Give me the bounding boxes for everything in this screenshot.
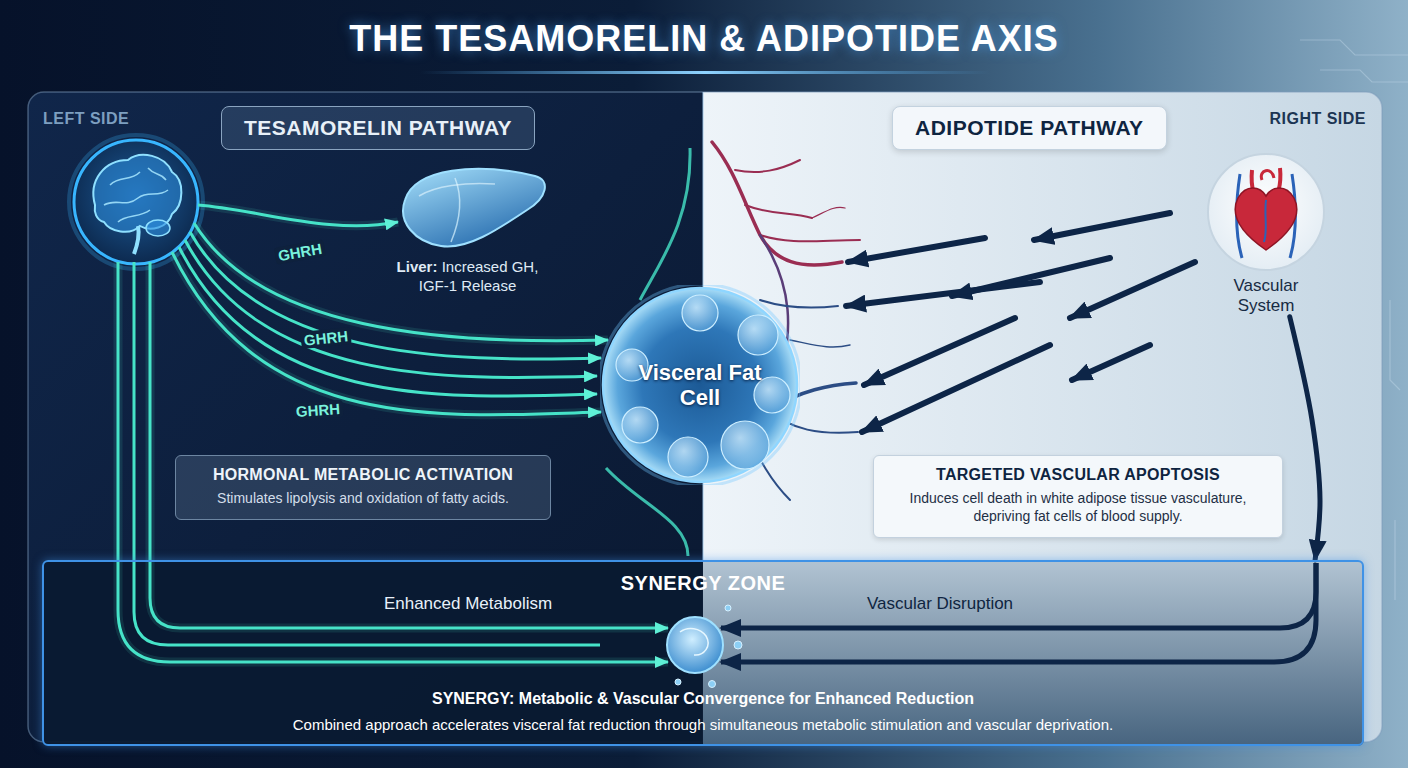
connector-arrow (1290, 317, 1320, 560)
synergy-band: SYNERGY ZONE SYNERGY: Metabolic & Vascula… (42, 560, 1364, 746)
liver-shape (385, 158, 550, 258)
synergy-description: Combined approach accelerates visceral f… (44, 716, 1362, 733)
zone-heading: SYNERGY ZONE (44, 572, 1362, 595)
flow-label: Vascular Disruption (867, 594, 1013, 614)
diagram-title: THE TESAMORELIN & ADIPOTIDE AXIS (0, 18, 1408, 60)
vascular-system-icon: Vascular System (1200, 150, 1332, 317)
liver-organ: Liver:Increased GH, IGF-1 Release (385, 158, 550, 296)
box-body: Induces cell death in white adipose tiss… (888, 489, 1268, 525)
pathway-title: TESAMORELIN PATHWAY (244, 116, 512, 140)
organ-label: Liver: (397, 258, 438, 275)
box-heading: HORMONAL METABOLIC ACTIVATION (190, 466, 536, 484)
cell-label: Visceral Fat Cell (635, 360, 765, 411)
heart-icon (1200, 150, 1332, 274)
flow-label: Enhanced Metabolism (384, 594, 552, 614)
box-body: Stimulates lipolysis and oxidation of fa… (190, 489, 536, 507)
synergy-heading: SYNERGY: Metabolic & Vascular Convergenc… (44, 690, 1362, 708)
fat-cell: Visceral Fat Cell (600, 285, 800, 485)
signal-label: GHRH (292, 400, 343, 420)
side-label: LEFT SIDE (43, 110, 129, 128)
info-box: HORMONAL METABOLIC ACTIVATION Stimulates … (175, 455, 551, 520)
pathway-title: ADIPOTIDE PATHWAY (915, 116, 1144, 140)
system-label: Vascular System (1211, 276, 1321, 317)
side-label: RIGHT SIDE (1269, 110, 1366, 128)
info-box: TARGETED VASCULAR APOPTOSIS Induces cell … (873, 455, 1283, 538)
box-heading: TARGETED VASCULAR APOPTOSIS (888, 466, 1268, 484)
pathway-header: TESAMORELIN PATHWAY (221, 106, 535, 150)
pathway-header: ADIPOTIDE PATHWAY (892, 106, 1167, 150)
